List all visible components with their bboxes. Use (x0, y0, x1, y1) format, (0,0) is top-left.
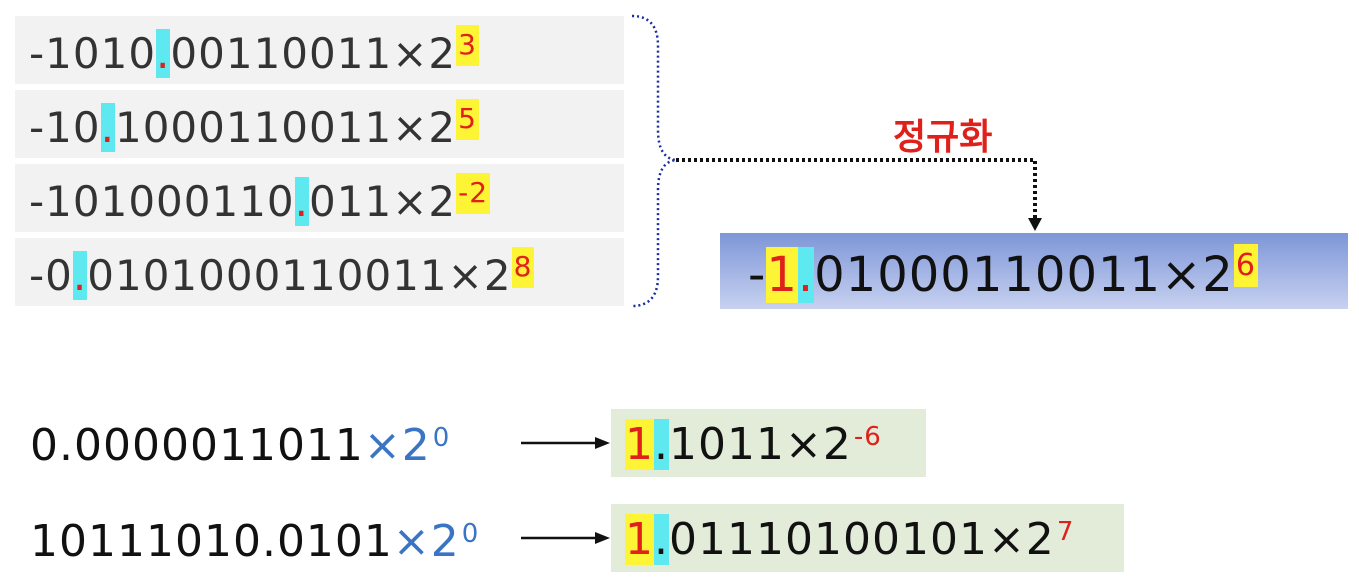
times-base: ×2 (392, 29, 457, 78)
example-output-1: 1.1011×2-6 (611, 409, 926, 477)
fraction-part: 0101000110011 (87, 251, 448, 300)
integer-part: -101000110 (29, 177, 295, 226)
arrow-head-1 (595, 437, 610, 449)
fraction-part: 1000110011 (114, 103, 393, 152)
example-output-2: 1.01110100101×27 (611, 504, 1124, 572)
input-value: 10111010.0101 (30, 516, 393, 567)
binary-form-row-1: -1010.00110011×23 (15, 16, 624, 84)
times-base: ×2 (1161, 246, 1234, 303)
integer-part: -1010 (29, 29, 157, 78)
exponent: 6 (1233, 243, 1258, 287)
binary-point: . (100, 103, 115, 152)
times-base: ×2 (447, 251, 512, 300)
arrow-head (1028, 218, 1042, 231)
fraction-part: 01000110011 (814, 246, 1162, 303)
sign: - (748, 246, 767, 303)
binary-point: . (72, 251, 88, 300)
normalization-label: 정규화 (893, 117, 993, 158)
exponent: 7 (1056, 517, 1075, 547)
binary-form-row-3: -101000110.011×2-2 (15, 164, 624, 232)
exponent: 8 (511, 247, 535, 288)
example-input-1: 0.0000011011×20 (30, 420, 452, 468)
exponent: 0 (461, 519, 480, 549)
integer-part: -0 (29, 251, 73, 300)
normalized-result-box: -1.01000110011×26 (720, 233, 1348, 309)
leading-one: 1 (625, 514, 654, 565)
binary-point: . (294, 177, 310, 226)
binary-form-row-4: -0.0101000110011×28 (15, 238, 624, 306)
exponent: 0 (432, 423, 451, 453)
binary-point: . (654, 419, 669, 470)
fraction-part: 01110100101 (669, 514, 988, 565)
times-base: ×2 (392, 177, 457, 226)
fraction-part: 011 (309, 177, 393, 226)
binary-point: . (156, 29, 171, 78)
example-input-2: 10111010.0101×20 (30, 516, 481, 564)
fraction-part: 00110011 (170, 29, 393, 78)
leading-one: 1 (625, 419, 654, 470)
curly-brace (631, 14, 677, 308)
fraction-part: 1011 (669, 419, 785, 470)
integer-part: -10 (29, 103, 101, 152)
exponent: -6 (853, 422, 882, 452)
connector-line (676, 158, 1037, 220)
binary-point: . (654, 514, 669, 565)
times-base: ×2 (784, 419, 852, 470)
leading-one: 1 (766, 246, 798, 303)
times-base: ×2 (987, 514, 1055, 565)
input-value: 0.0000011011 (30, 420, 364, 471)
exponent: 3 (456, 25, 479, 66)
times-base: ×2 (392, 516, 460, 567)
binary-form-row-2: -10.1000110011×25 (15, 90, 624, 158)
times-base: ×2 (363, 420, 431, 471)
exponent: 5 (456, 99, 479, 140)
times-base: ×2 (392, 103, 457, 152)
binary-point: . (797, 246, 815, 303)
exponent: -2 (456, 173, 491, 214)
arrow-head-2 (595, 532, 610, 544)
